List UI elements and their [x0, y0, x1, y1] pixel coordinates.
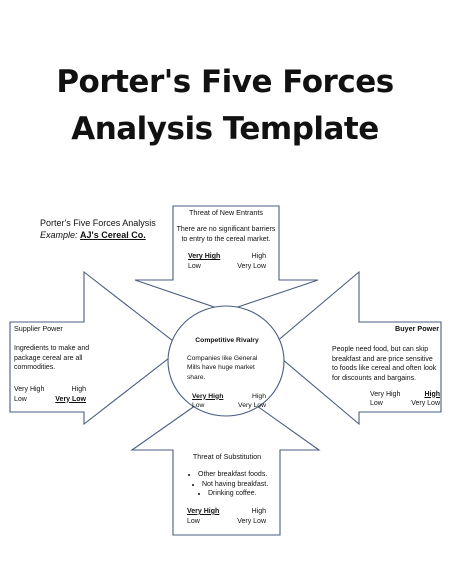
list-item: Not having breakfast.	[202, 480, 278, 490]
competitive-rivalry-circle	[167, 305, 285, 417]
rating-very-high: Very High	[192, 392, 224, 400]
rating-very-low: Very Low	[238, 402, 266, 410]
intro-block: Porter's Five Forces Analysis Example: A…	[40, 218, 170, 241]
supplier-power-header: Supplier Power	[14, 324, 63, 333]
supplier-power-arrow	[9, 270, 183, 426]
rating-very-low: Very Low	[55, 395, 86, 403]
example-company: AJ's Cereal Co.	[80, 229, 146, 240]
supplier-power-rating: Very High High Low Very Low	[14, 385, 86, 404]
buyer-power-block: Buyer Power People need food, but can sk…	[332, 324, 440, 409]
substitution-list: Other breakfast foods. Not having breakf…	[176, 470, 278, 499]
rivalry-rating: Very High High Low Very Low	[184, 392, 270, 411]
rivalry-description: Companies like General Mills have huge m…	[187, 355, 258, 381]
page-title-line-2: Analysis Template	[71, 111, 379, 147]
rating-very-high: Very High	[370, 390, 401, 398]
page-title-line-1: Porter's Five Forces	[56, 64, 394, 100]
list-item: Drinking coffee.	[208, 489, 278, 499]
new-entrants-header: Threat of New Entrants	[189, 208, 263, 217]
rating-low: Low	[192, 402, 205, 410]
rating-very-high: Very High	[188, 253, 221, 261]
new-entrants-arrow	[134, 205, 319, 312]
rating-low: Low	[370, 400, 383, 408]
substitution-block: Threat of Substitution Other breakfast f…	[176, 452, 278, 526]
rating-low: Low	[14, 395, 27, 403]
buyer-power-rating: Very High High Low Very Low	[370, 390, 440, 409]
supplier-power-block: Supplier Power Ingredients to make and p…	[14, 324, 89, 404]
substitution-arrow	[130, 383, 321, 536]
new-entrants-description: There are no significant barriers to ent…	[176, 225, 276, 243]
new-entrants-rating: Very High High Low Very Low	[176, 252, 276, 271]
intro-heading: Porter's Five Forces Analysis	[40, 218, 156, 228]
rating-low: Low	[188, 262, 201, 270]
rating-very-low: Very Low	[237, 262, 266, 270]
rating-very-high: Very High	[187, 507, 220, 515]
rating-high: High	[251, 253, 266, 261]
buyer-power-header: Buyer Power	[395, 324, 439, 333]
buyer-power-description: People need food, but can skip breakfast…	[332, 345, 437, 382]
rating-high: High	[251, 507, 266, 515]
supplier-power-description: Ingredients to make and package cereal a…	[14, 344, 90, 372]
rivalry-block: Competitive Rivalry Companies like Gener…	[184, 336, 270, 410]
rating-high: High	[424, 390, 440, 398]
rating-high: High	[71, 385, 86, 393]
rating-very-high: Very High	[14, 385, 45, 393]
rating-very-low: Very Low	[237, 517, 266, 525]
rating-high: High	[252, 392, 266, 400]
rivalry-header: Competitive Rivalry	[195, 337, 259, 344]
rating-low: Low	[187, 517, 200, 525]
intro-example: Example: AJ's Cereal Co.	[40, 230, 170, 242]
list-item: Other breakfast foods.	[198, 470, 278, 480]
rating-very-low: Very Low	[411, 400, 440, 408]
example-label: Example:	[40, 229, 78, 240]
new-entrants-block: Threat of New Entrants There are no sign…	[176, 208, 276, 272]
substitution-header: Threat of Substitution	[192, 452, 262, 461]
substitution-rating: Very High High Low Very Low	[176, 507, 278, 526]
